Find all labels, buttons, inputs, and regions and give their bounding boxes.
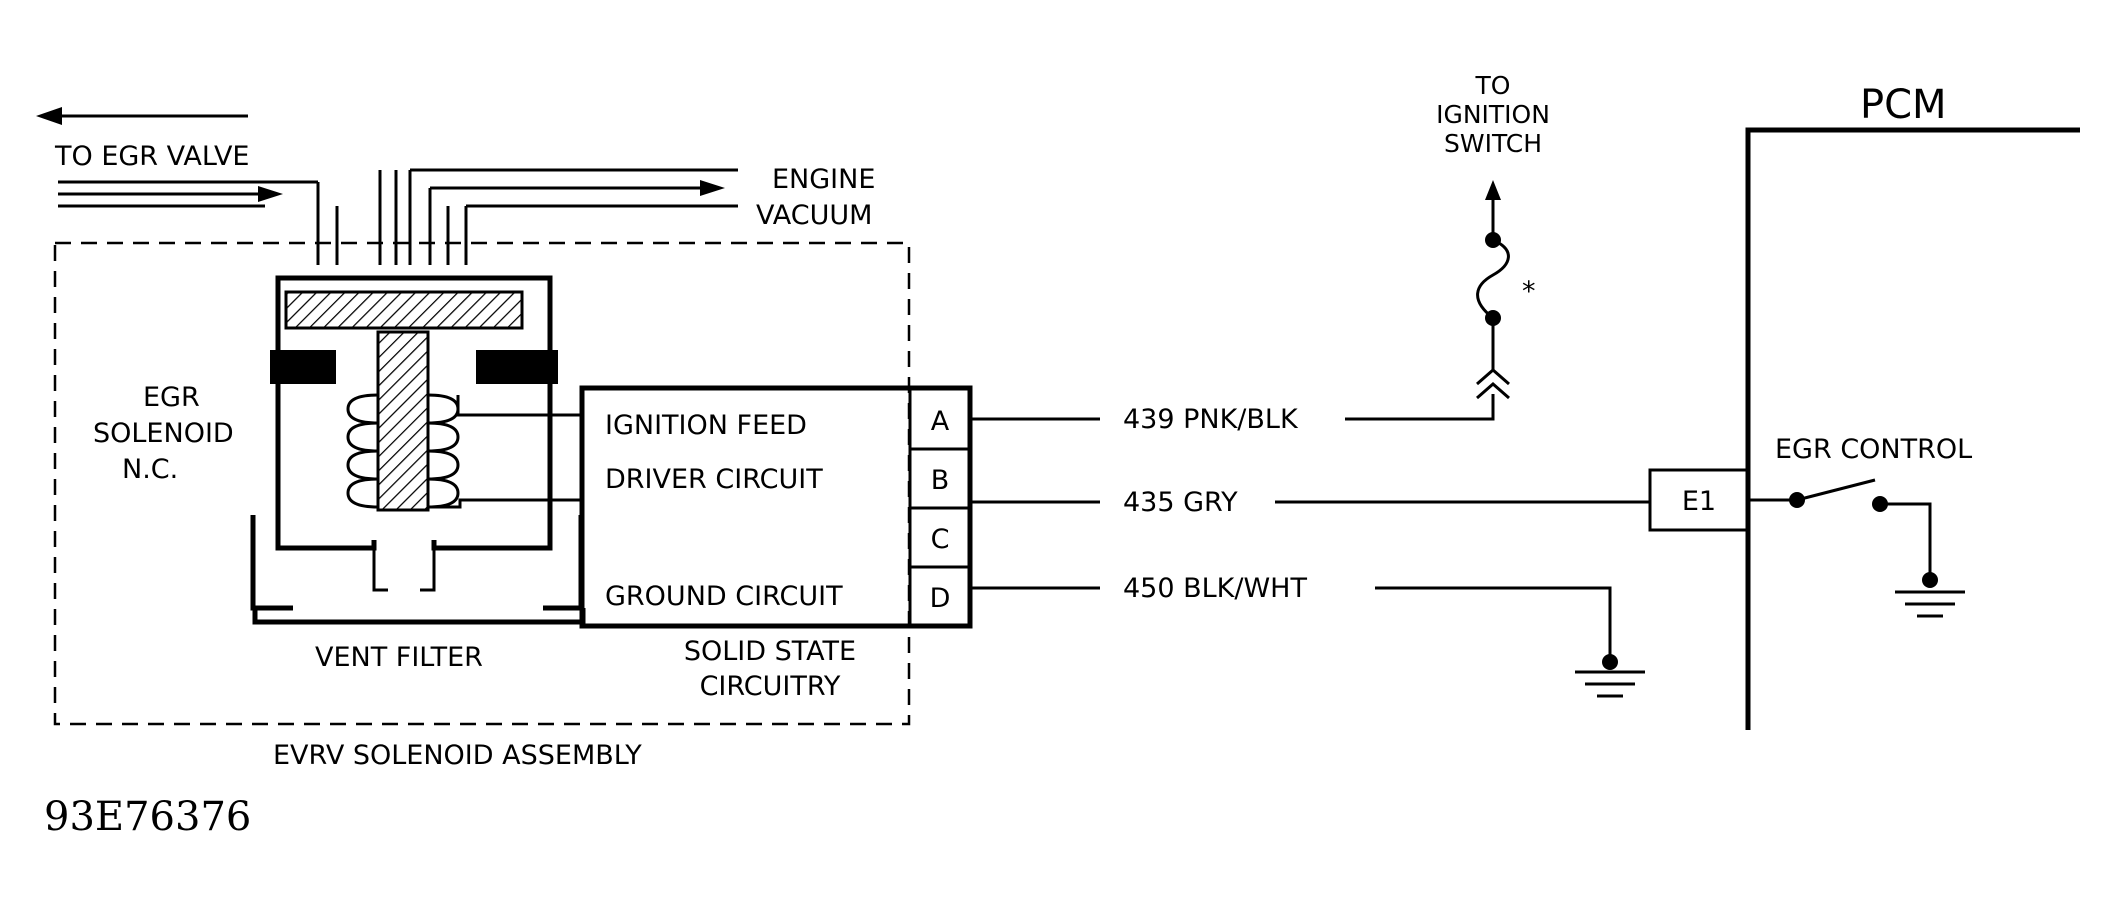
driver-circuit-label: DRIVER CIRCUIT <box>605 464 823 495</box>
coil-right <box>427 393 460 509</box>
pcm-title: PCM <box>1860 82 1947 128</box>
plunger-stem <box>376 330 430 512</box>
ignition-feed-label: IGNITION FEED <box>605 410 807 441</box>
seal-right <box>476 350 558 384</box>
figure-id: 93E76376 <box>44 794 251 840</box>
wire-439-label: 439 PNK/BLK <box>1123 404 1299 435</box>
coil-left <box>346 393 379 509</box>
wire-450 <box>970 586 1612 660</box>
vent-filter-label: VENT FILTER <box>315 642 483 673</box>
ground-symbol-2 <box>1895 572 1965 618</box>
egr-solenoid <box>250 275 586 625</box>
solid-state-label-2: CIRCUITRY <box>700 671 841 702</box>
vacuum-label: VACUUM <box>756 200 872 231</box>
pcm-module <box>1648 127 2080 730</box>
pin-d-label: D <box>930 583 951 614</box>
to-egr-valve-label: TO EGR VALVE <box>54 141 249 172</box>
ground-symbol-1 <box>1575 654 1645 698</box>
pin-e1-label: E1 <box>1682 486 1716 517</box>
engine-label: ENGINE <box>772 164 875 195</box>
wire-450-label: 450 BLK/WHT <box>1123 573 1307 604</box>
vacuum-lines <box>58 168 738 265</box>
ground-circuit-label: GROUND CIRCUIT <box>605 581 843 612</box>
pin-a-label: A <box>931 406 950 437</box>
egr-label: EGR <box>143 382 200 413</box>
solenoid-label: SOLENOID <box>93 418 234 449</box>
plunger-plate <box>284 290 524 330</box>
wire-439 <box>970 394 1495 421</box>
fuse-asterisk: * <box>1522 276 1536 307</box>
seal-left <box>270 350 336 384</box>
egr-control-label: EGR CONTROL <box>1775 434 1972 465</box>
pin-b-label: B <box>931 465 950 496</box>
to-egr-arrow <box>36 107 248 125</box>
solid-state-label-1: SOLID STATE <box>684 636 856 667</box>
evrv-assembly-label: EVRV SOLENOID ASSEMBLY <box>273 740 642 771</box>
pin-c-label: C <box>931 524 950 555</box>
solid-state-circuitry <box>579 385 973 629</box>
ignition-label: IGNITION <box>1436 100 1550 129</box>
wire-435-label: 435 GRY <box>1123 487 1238 518</box>
ignition-feed-path <box>1476 180 1510 400</box>
to-label: TO <box>1475 71 1511 100</box>
nc-label: N.C. <box>122 454 178 485</box>
switch-label: SWITCH <box>1444 129 1542 158</box>
